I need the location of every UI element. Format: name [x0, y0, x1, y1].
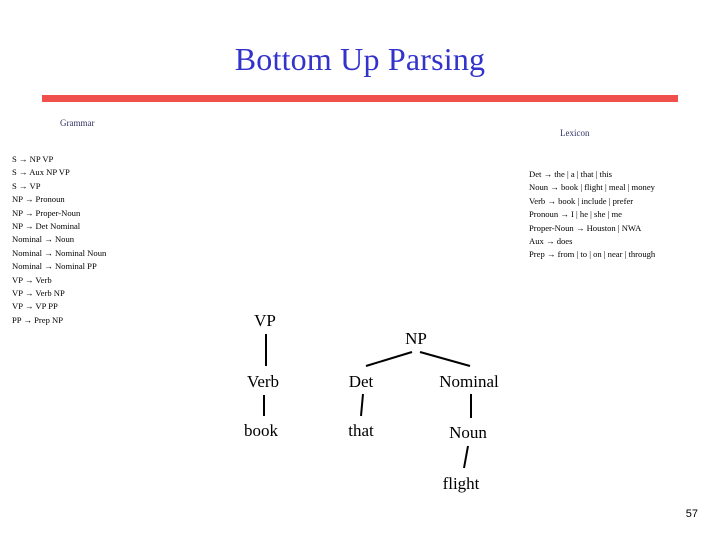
lexicon-rule-3: Pronoun → I | he | she | me: [529, 209, 622, 220]
tree-node-np: NP: [405, 329, 427, 348]
grammar-rule-10: VP → Verb NP: [12, 288, 65, 299]
grammar-rule-7: Nominal → Nominal Noun: [12, 247, 107, 258]
grammar-rule-5: NP → Det Nominal: [12, 221, 81, 232]
grammar-section-caption: Grammar: [60, 118, 95, 128]
lexicon-section-caption: Lexicon: [560, 128, 590, 138]
grammar-rule-9: VP → Verb: [12, 274, 52, 285]
tree-edge-noun-flight: [463, 445, 469, 469]
tree-node-verb: Verb: [246, 372, 280, 391]
tree-node-that: that: [348, 421, 374, 440]
grammar-rule-3: NP → Pronoun: [12, 194, 65, 205]
grammar-rule-6: Nominal → Noun: [12, 234, 75, 245]
grammar-rule-8: Nominal → Nominal PP: [12, 261, 97, 272]
tree-node-det: Det: [348, 372, 374, 391]
lexicon-rule-4: Proper-Noun → Houston | NWA: [529, 222, 642, 233]
grammar-rule-11: VP → VP PP: [12, 301, 58, 312]
page-title: Bottom Up Parsing: [234, 41, 486, 77]
grammar-rule-list: S → NP VP S → Aux NP VP S → VP NP → Pronoun…: [12, 153, 106, 327]
tree-node-vp: VP: [254, 311, 276, 330]
tree-node-noun: Noun: [449, 423, 487, 442]
tree-node-nominal: Nominal: [439, 372, 499, 391]
title-divider-bar: [42, 95, 678, 102]
lexicon-rule-0: Det → the | a | that | this: [529, 169, 612, 179]
tree-node-flight: flight: [442, 474, 480, 493]
grammar-rule-0: S → NP VP: [12, 154, 54, 164]
grammar-rule-1: S → Aux NP VP: [12, 167, 70, 178]
lexicon-rule-5: Aux → does: [529, 236, 573, 247]
lexicon-rule-6: Prep → from | to | on | near | through: [529, 249, 656, 260]
grammar-rule-4: NP → Proper-Noun: [12, 207, 81, 218]
tree-node-book: book: [244, 421, 278, 440]
page-number: 57: [685, 508, 698, 520]
tree-edge-np-nominal: [419, 351, 471, 367]
grammar-rule-12: PP → Prep NP: [12, 314, 64, 325]
lexicon-rule-1: Noun → book | flight | meal | money: [529, 182, 655, 193]
grammar-rule-2: S → VP: [12, 180, 41, 191]
tree-edge-det-that: [360, 393, 364, 417]
tree-edge-np-det: [365, 351, 413, 367]
lexicon-rule-2: Verb → book | include | prefer: [529, 195, 634, 206]
